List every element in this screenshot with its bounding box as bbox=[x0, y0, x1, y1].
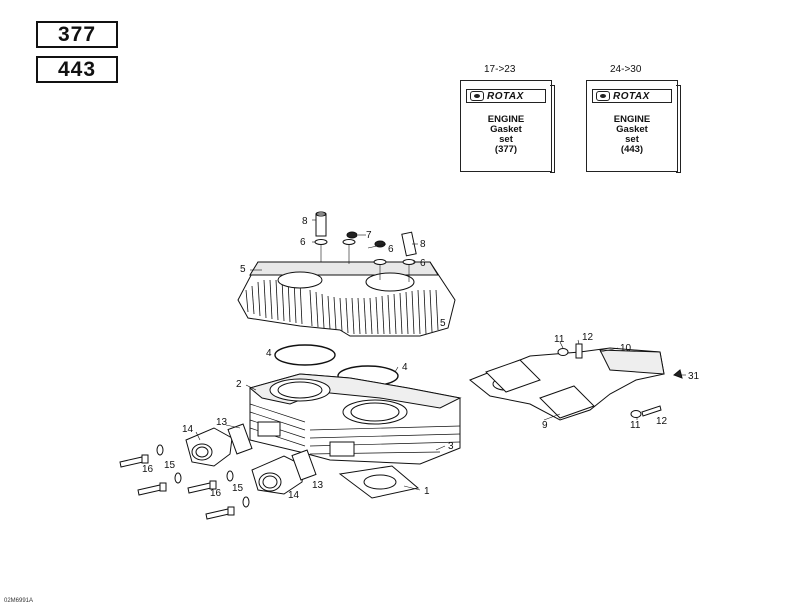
callout-7: 7 bbox=[366, 230, 372, 241]
base-gasket[interactable] bbox=[338, 465, 420, 499]
callout-9: 9 bbox=[542, 420, 548, 431]
rotax-brand: ROTAX bbox=[613, 90, 650, 102]
rotax-logo: ROTAX bbox=[592, 89, 672, 103]
intake-gasket-left[interactable] bbox=[227, 423, 253, 455]
exhaust-gasket-upper[interactable] bbox=[485, 359, 541, 393]
card-fold bbox=[676, 85, 681, 173]
callout-15: 15 bbox=[232, 483, 244, 494]
callout-6: 6 bbox=[388, 244, 394, 255]
intake-manifold-right[interactable] bbox=[251, 455, 305, 495]
callout-13: 13 bbox=[312, 480, 324, 491]
model-377-box: 377 bbox=[36, 21, 118, 48]
intake-manifold-left[interactable] bbox=[185, 427, 233, 467]
kit-377-range: 17->23 bbox=[484, 64, 516, 75]
stud-left[interactable] bbox=[315, 211, 327, 237]
callout-13: 13 bbox=[216, 417, 228, 428]
rotax-brand: ROTAX bbox=[487, 90, 524, 102]
intake-bolts[interactable] bbox=[119, 444, 250, 520]
callout-6: 6 bbox=[300, 237, 306, 248]
callout-12: 12 bbox=[582, 332, 594, 343]
callout-14: 14 bbox=[182, 424, 194, 435]
rotax-emblem-icon bbox=[470, 91, 484, 101]
leader-lines bbox=[195, 219, 686, 491]
callout-11: 11 bbox=[554, 334, 565, 345]
intake-gasket-right[interactable] bbox=[291, 449, 317, 481]
exhaust-gasket-lower[interactable] bbox=[539, 385, 595, 419]
reference-code: 02M6991A bbox=[4, 598, 34, 604]
callouts: 8 6 7 6 8 6 5 5 4 4 2 3 1 13 14 13 14 15… bbox=[142, 216, 700, 501]
cylinder-head[interactable] bbox=[237, 261, 456, 337]
callout-31: 31 bbox=[688, 371, 700, 382]
callout-2: 2 bbox=[236, 379, 242, 390]
cylinder-block[interactable] bbox=[248, 373, 462, 465]
callout-4: 4 bbox=[402, 362, 408, 373]
callout-6: 6 bbox=[420, 258, 426, 269]
callout-1: 1 bbox=[424, 486, 430, 497]
stud-right[interactable] bbox=[401, 231, 417, 257]
callout-8: 8 bbox=[420, 239, 426, 250]
callout-10: 10 bbox=[620, 343, 632, 354]
callout-11: 11 bbox=[630, 420, 641, 431]
callout-16: 16 bbox=[210, 488, 222, 499]
callout-5: 5 bbox=[240, 264, 246, 275]
callout-3: 3 bbox=[448, 441, 454, 452]
o-ring-left[interactable] bbox=[274, 344, 336, 366]
callout-5: 5 bbox=[440, 318, 446, 329]
callout-16: 16 bbox=[142, 464, 154, 475]
callout-14: 14 bbox=[288, 490, 300, 501]
rotax-logo: ROTAX bbox=[466, 89, 546, 103]
callout-8: 8 bbox=[302, 216, 308, 227]
model-443-box: 443 bbox=[36, 56, 118, 83]
callout-12: 12 bbox=[656, 416, 668, 427]
kit-443-range: 24->30 bbox=[610, 64, 642, 75]
card-fold bbox=[550, 85, 555, 173]
rotax-emblem-icon bbox=[596, 91, 610, 101]
exhaust-hardware[interactable] bbox=[557, 343, 683, 418]
callout-4: 4 bbox=[266, 348, 272, 359]
washer-set[interactable] bbox=[314, 231, 416, 265]
callout-15: 15 bbox=[164, 460, 176, 471]
